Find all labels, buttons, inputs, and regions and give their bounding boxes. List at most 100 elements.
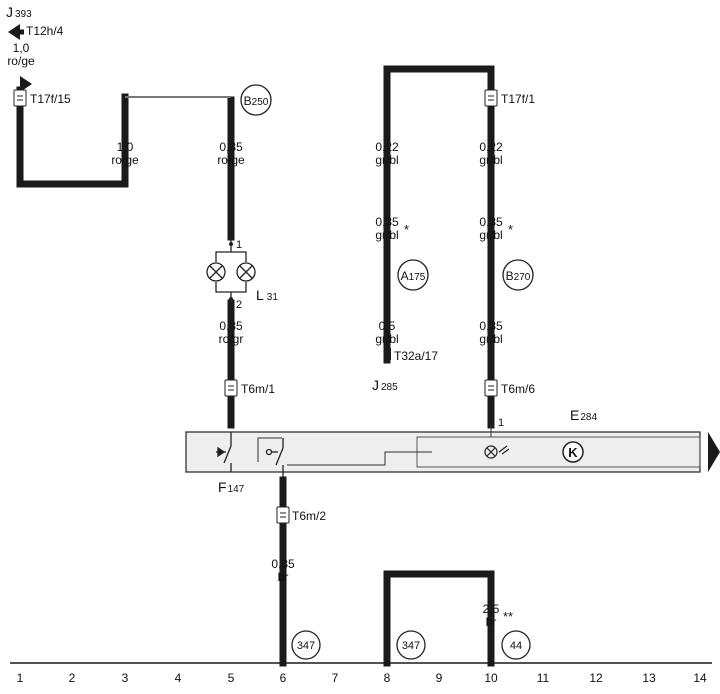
- connector-t6m1-pins: [228, 385, 234, 391]
- wire-w8-size: 0,22: [479, 140, 503, 154]
- connector-t17f1-pins: [488, 95, 494, 101]
- wire-w10-color: gr/bl: [479, 332, 502, 346]
- wire-w11-color: br: [278, 570, 289, 584]
- wire-group: [16, 65, 495, 667]
- wire-w12-mark: **: [503, 609, 513, 624]
- wire-w1-size: 1,0: [13, 41, 30, 55]
- connector-t17f15-icon: [13, 89, 27, 107]
- connector-t32a17-icon: [384, 348, 391, 360]
- wire-w6-mark: *: [404, 222, 409, 237]
- ground-44-circle: [501, 630, 531, 660]
- wire-w9-color: gr/bl: [479, 228, 502, 242]
- wire-j393-loop: [16, 86, 129, 188]
- b270-circle: [502, 259, 534, 291]
- wire-w4-size: 0,35: [219, 319, 243, 333]
- t6m6-label: T6m/6: [501, 382, 535, 396]
- t6m2-label: T6m/2: [292, 509, 326, 523]
- wire-w7-size: 0,5: [379, 319, 396, 333]
- b270-label: B270: [506, 269, 531, 283]
- wire-w9-size: 0,35: [479, 215, 503, 229]
- wire-w12-color: br: [486, 615, 497, 629]
- ground-347-a-label: 347: [297, 640, 315, 652]
- t17f15-arrow-icon: [20, 76, 32, 92]
- e284-panel: K: [185, 425, 720, 480]
- k-symbol-icon: [562, 441, 584, 463]
- connector-t6m6-pins: [488, 385, 494, 391]
- connector-t6m2-pins: [280, 512, 286, 518]
- ground-44-label: 44: [510, 640, 522, 652]
- wire-w5-size: 0,22: [375, 140, 399, 154]
- column-number: 14: [693, 671, 707, 685]
- wire-w12-size: 2,5: [483, 602, 500, 616]
- t17f15-label: T17f/15: [30, 92, 71, 106]
- wire-w8-color: gr/bl: [479, 153, 502, 167]
- column-number: 3: [122, 671, 129, 685]
- column-number: 2: [69, 671, 76, 685]
- wire-w2-size: 1,0: [117, 140, 134, 154]
- lamp-l31: [206, 237, 256, 303]
- connector-icons: [13, 89, 498, 524]
- connector-t17f15-pins: [17, 95, 23, 101]
- a175-label: A175: [401, 269, 426, 283]
- k-symbol-label: K: [568, 445, 578, 460]
- connector-t17f1-icon: [484, 89, 498, 107]
- connector-t6m2-icon: [276, 506, 290, 524]
- column-number: 9: [436, 671, 443, 685]
- t6m1-label: T6m/1: [241, 382, 275, 396]
- wire-w6-color: gr/bl: [375, 228, 398, 242]
- f147-label: F147: [218, 479, 245, 495]
- wire-w1-color: ro/ge: [7, 54, 35, 68]
- lamp-pin1-label: 1: [236, 239, 242, 251]
- switch-col5-icon: [216, 432, 232, 472]
- j393-arrow-icon: [8, 24, 20, 40]
- switch-col6-icon: [265, 438, 284, 480]
- wire-w11-size: 0,35: [271, 557, 295, 571]
- e284-pin-label: 1: [498, 417, 504, 429]
- ground-347-b-circle: [396, 630, 426, 660]
- b250-circle: [240, 84, 272, 116]
- wire-w6-size: 0,35: [375, 215, 399, 229]
- wire-lower-loop: [383, 570, 495, 667]
- t12h4-label: T12h/4: [26, 24, 64, 38]
- b250-label: B250: [244, 94, 269, 108]
- t17f1-label: T17f/1: [501, 92, 535, 106]
- wire-w9-mark: *: [508, 222, 513, 237]
- wire-w2-color: ro/ge: [111, 153, 139, 167]
- column-number: 8: [384, 671, 391, 685]
- wire-w3-size: 0,35: [219, 140, 243, 154]
- wire-w3-color: ro/ge: [217, 153, 245, 167]
- column-number: 7: [332, 671, 339, 685]
- connector-t6m6-icon: [484, 379, 498, 397]
- column-number: 5: [228, 671, 235, 685]
- column-number: 11: [537, 671, 550, 685]
- connector-t6m1-icon: [224, 379, 238, 397]
- wire-upper-loop: [383, 65, 495, 429]
- column-number: 6: [280, 671, 287, 685]
- panel-lamp-icon: [484, 445, 510, 459]
- e284-label: E284: [570, 407, 597, 423]
- panel-circuit-line: [257, 437, 282, 462]
- t32a17-label: T32a/17: [394, 349, 438, 363]
- wire-w4-color: ro/gr: [219, 332, 244, 346]
- column-number: 12: [589, 671, 603, 685]
- wire-w5-color: gr/bl: [375, 153, 398, 167]
- a175-circle: [397, 259, 429, 291]
- column-number: 1: [17, 671, 24, 685]
- column-number: 4: [175, 671, 182, 685]
- ground-347-b-label: 347: [402, 640, 420, 652]
- lamp-pin2-label: 2: [236, 299, 242, 311]
- column-numbers: 1 2 3 4 5 6 7 8 9 10 11 12 13 14: [17, 671, 707, 685]
- column-number: 10: [484, 671, 498, 685]
- panel-circuit-line-2: [287, 451, 432, 466]
- column-number: 13: [642, 671, 656, 685]
- ground-347-a-circle: [291, 630, 321, 660]
- wire-w7-color: gr/bl: [375, 332, 398, 346]
- panel-arrow-icon: [708, 432, 720, 472]
- circled-components: [240, 84, 534, 660]
- wire-w10-size: 0,35: [479, 319, 503, 333]
- pin-dots: [229, 242, 233, 301]
